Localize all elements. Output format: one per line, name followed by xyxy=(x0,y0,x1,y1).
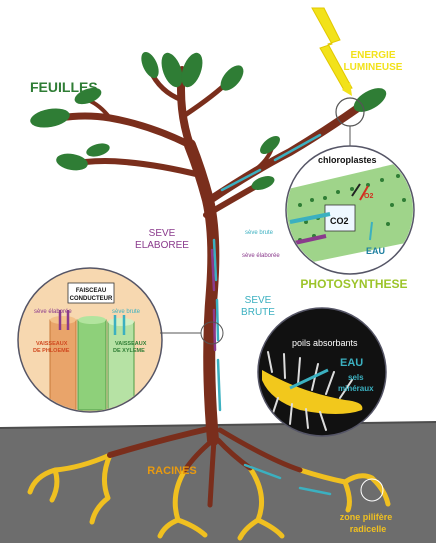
energie-label-2: LUMINEUSE xyxy=(344,62,403,73)
seve-brute-label-1: SEVE xyxy=(245,295,272,306)
phloeme-label-2: DE PHLOEME xyxy=(33,348,70,354)
feuilles-label: FEUILLES xyxy=(30,79,98,95)
sels-label-1: sels xyxy=(348,373,364,382)
seve-elaboree-label-2: ELABOREE xyxy=(135,240,189,251)
root-eau-label: EAU xyxy=(340,357,363,369)
chloroplast-title: chloroplastes xyxy=(318,155,377,165)
phloeme-label-1: VAISSEAUX xyxy=(36,341,68,347)
vessel-zoom: FAISCEAU CONDUCTEUR sève élaborée sève b… xyxy=(18,268,162,412)
vessel-title-1: FAISCEAU xyxy=(76,288,106,294)
eau-label: EAU xyxy=(366,246,385,256)
vessel-seve-elaboree: sève élaborée xyxy=(34,309,72,315)
xyleme-label-1: VAISSEAUX xyxy=(115,341,147,347)
zone-pilifere-label: zone pilifère xyxy=(340,512,393,522)
racines-label: RACINES xyxy=(147,465,197,477)
root-hair-zoom: poils absorbants EAU sels minéraux xyxy=(258,308,386,436)
vessel-title-2: CONDUCTEUR xyxy=(70,296,113,302)
radicelle-label: radicelle xyxy=(350,524,387,534)
sels-label-2: minéraux xyxy=(338,384,374,393)
vessel-seve-brute: sève brute xyxy=(112,309,141,315)
chl-seve-elaboree: sève élaborée xyxy=(242,253,280,259)
sun-energy-bolt xyxy=(312,8,352,90)
co2-label: CO2 xyxy=(330,216,349,226)
seve-elaboree-label-1: SEVE xyxy=(149,228,176,239)
photosynthese-label: PHOTOSYNTHESE xyxy=(300,277,407,291)
o2-label: O2 xyxy=(364,193,373,200)
xyleme-label-2: DE XYLEME xyxy=(113,348,145,354)
energie-label-1: ENERGIE xyxy=(350,50,395,61)
poils-label: poils absorbants xyxy=(292,338,358,348)
seve-brute-label-2: BRUTE xyxy=(241,307,275,318)
chl-seve-brute: sève brute xyxy=(245,230,274,236)
